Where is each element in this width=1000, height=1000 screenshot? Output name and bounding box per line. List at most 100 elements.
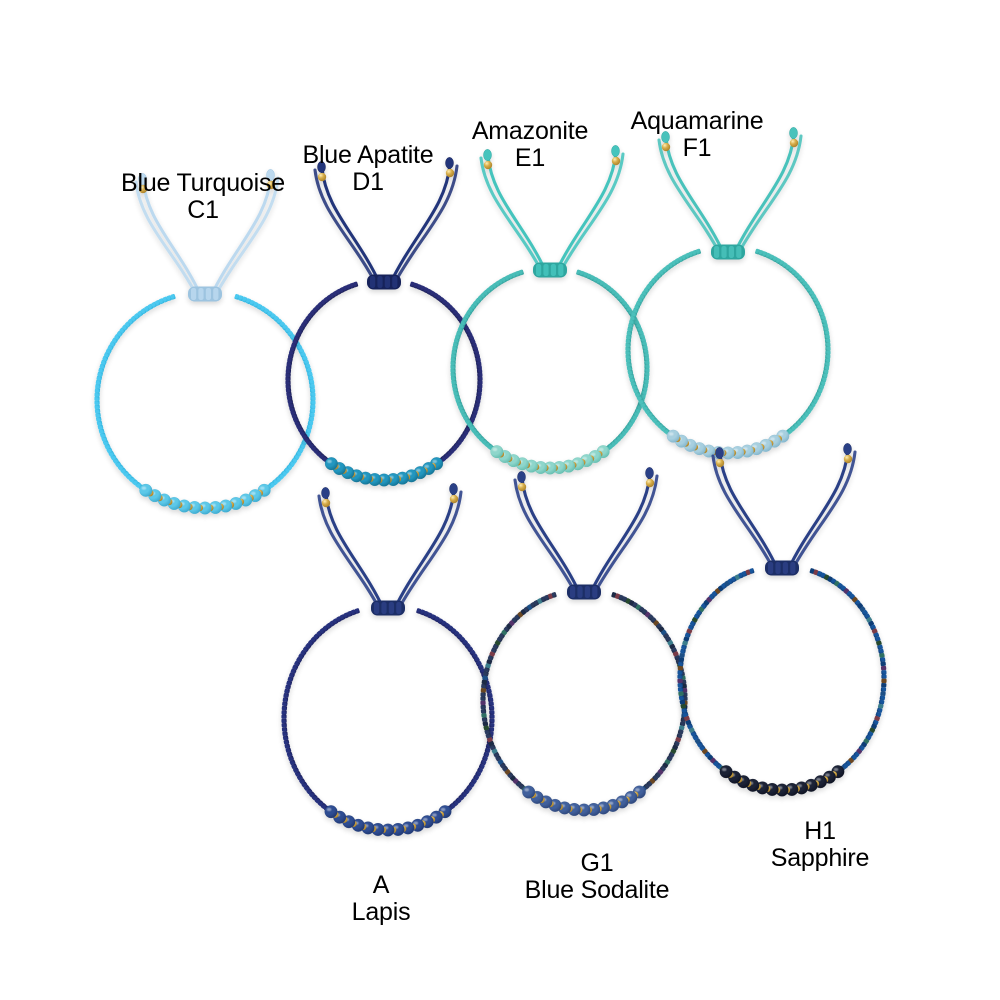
adjustable-cord-a[interactable] [317, 483, 463, 616]
seed-bead [473, 657, 480, 663]
seed-bead [823, 326, 829, 332]
seed-bead [481, 683, 487, 689]
seed-bead [108, 451, 115, 457]
seed-bead [304, 363, 311, 369]
gold-end-bead [445, 168, 455, 178]
seed-bead [486, 688, 492, 694]
seed-bead [291, 763, 298, 769]
seed-bead [110, 454, 117, 461]
seed-bead [488, 705, 495, 711]
seed-bead [353, 281, 359, 288]
gold-end-bead [661, 142, 671, 152]
seed-bead [631, 384, 638, 390]
cord-tip-bead [266, 169, 275, 181]
seed-bead [674, 655, 681, 661]
gem-highlight [141, 486, 147, 490]
seed-bead [242, 296, 248, 303]
seed-bead [305, 428, 312, 434]
seed-bead [677, 682, 683, 688]
label-line: G1 [580, 849, 614, 877]
bracelet-g1[interactable] [480, 467, 688, 817]
seed-bead [306, 424, 313, 430]
seed-bead [626, 362, 632, 367]
cord-strand [790, 450, 857, 572]
knot-wrap [392, 276, 398, 288]
seed-bead [296, 774, 303, 781]
gem-highlight [424, 464, 429, 468]
seed-bead [285, 376, 291, 381]
seed-bead [310, 404, 316, 410]
seed-bead [816, 570, 823, 577]
adjustable-cord-g1[interactable] [513, 467, 659, 600]
label-line: H1 [804, 817, 836, 845]
seed-bead [309, 408, 316, 414]
seed-bead [881, 682, 887, 688]
bracelet-e1[interactable] [450, 145, 650, 475]
adjustable-cord-e1[interactable] [479, 145, 625, 278]
seed-bead [336, 616, 342, 623]
cord-strand [520, 476, 582, 596]
seed-bead [686, 628, 693, 634]
seed-bead [253, 301, 259, 308]
seed-bead [874, 636, 881, 642]
cord-strand [134, 180, 199, 298]
seed-bead [867, 731, 874, 737]
seed-bead [109, 341, 116, 347]
seed-bead [818, 311, 825, 317]
knot-wrap [592, 586, 598, 598]
gem-highlight [617, 798, 623, 802]
gold-end-bead [789, 138, 799, 148]
seed-bead [486, 737, 493, 743]
cord-strand [213, 176, 280, 298]
gem-highlight [833, 767, 839, 772]
seed-bead [453, 390, 459, 396]
seed-bead [641, 341, 648, 347]
cord-strand [392, 488, 456, 612]
seed-bead [476, 368, 483, 374]
seed-bead [290, 668, 297, 674]
seed-bead [450, 368, 456, 373]
bracelet-f1[interactable] [625, 127, 831, 460]
gem-highlight [423, 817, 428, 822]
bracelet-c1[interactable] [94, 169, 316, 515]
seed-bead [100, 359, 107, 366]
seed-bead [95, 379, 102, 385]
seed-bead [289, 759, 296, 766]
seed-bead [107, 344, 114, 351]
seed-bead [670, 748, 677, 754]
gold-end-bead [138, 184, 148, 194]
bracelet-d1[interactable] [285, 157, 483, 487]
seed-bead [290, 409, 297, 416]
adjustable-cord-f1[interactable] [657, 127, 803, 260]
knot-wrap [384, 276, 390, 288]
seed-bead [643, 353, 649, 358]
seed-bead [296, 344, 303, 351]
seed-bead [467, 646, 474, 653]
adjustable-cord-c1[interactable] [134, 169, 280, 302]
adjustable-cord-h1[interactable] [711, 443, 857, 576]
bead-loop-a [281, 608, 495, 837]
seed-bead [678, 657, 685, 663]
seed-bead [478, 763, 485, 769]
knot-wrap [775, 562, 781, 574]
knot-wrap [736, 246, 742, 258]
adjustable-cord-d1[interactable] [313, 157, 459, 290]
bracelet-h1[interactable] [677, 443, 887, 797]
seed-bead [681, 688, 688, 693]
seed-bead [685, 719, 692, 726]
seed-bead [755, 248, 761, 255]
seed-bead [489, 651, 496, 657]
seed-bead [681, 683, 687, 689]
seed-bead [822, 322, 828, 328]
seed-bead [687, 723, 693, 729]
cord-strand [711, 454, 776, 572]
seed-bead [287, 399, 294, 404]
bracelet-a[interactable] [281, 483, 495, 837]
seed-bead [678, 691, 684, 697]
seed-bead [480, 704, 486, 710]
seed-bead [677, 665, 684, 671]
seed-bead [474, 402, 480, 408]
